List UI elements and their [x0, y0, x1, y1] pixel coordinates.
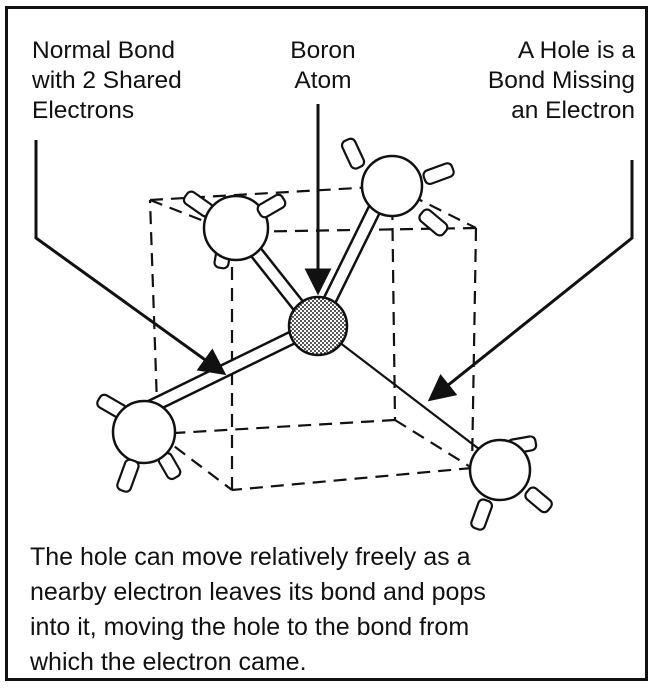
- normal-bond-label-line-3: Electrons: [32, 97, 135, 124]
- hole-label-line-2: Bond Missing: [487, 67, 635, 94]
- figure-caption: The hole can move relatively freely as a…: [30, 540, 486, 680]
- silicon-atom-top-right: [340, 137, 455, 237]
- caption-line-3: into it, moving the hole to the bond fro…: [30, 613, 470, 641]
- boron-atom-label-line-1: Boron: [290, 37, 356, 64]
- hole-label-line-3: an Electron: [511, 97, 635, 124]
- silicon-atom-top-left: [182, 190, 287, 270]
- silicon-atom-bottom-left: [96, 393, 182, 493]
- dashed-cube: [148, 184, 478, 492]
- normal-bond-label-line-2: with 2 Shared: [32, 67, 182, 94]
- boron-atom: [287, 295, 349, 357]
- silicon-atom-bottom-right: [468, 435, 553, 531]
- caption-line-2: nearby electron leaves its bond and pops: [30, 578, 486, 606]
- boron-atom-label: Boron Atom: [270, 36, 376, 96]
- arrow-normal-bond: [34, 140, 227, 376]
- caption-line-1: The hole can move relatively freely as a: [30, 543, 471, 571]
- normal-bond-label-line-1: Normal Bond: [32, 37, 175, 64]
- arrow-hole: [427, 160, 634, 402]
- hole-label: A Hole is a Bond Missing an Electron: [488, 36, 635, 126]
- normal-bond-lower-left: [136, 319, 320, 419]
- hole-label-line-1: A Hole is a: [517, 37, 635, 64]
- normal-bond-label: Normal Bond with 2 Shared Electrons: [32, 36, 182, 126]
- hole-bond-lower-right: [317, 325, 497, 463]
- boron-atom-label-line-2: Atom: [294, 67, 352, 94]
- caption-line-4: which the electron came.: [30, 648, 307, 676]
